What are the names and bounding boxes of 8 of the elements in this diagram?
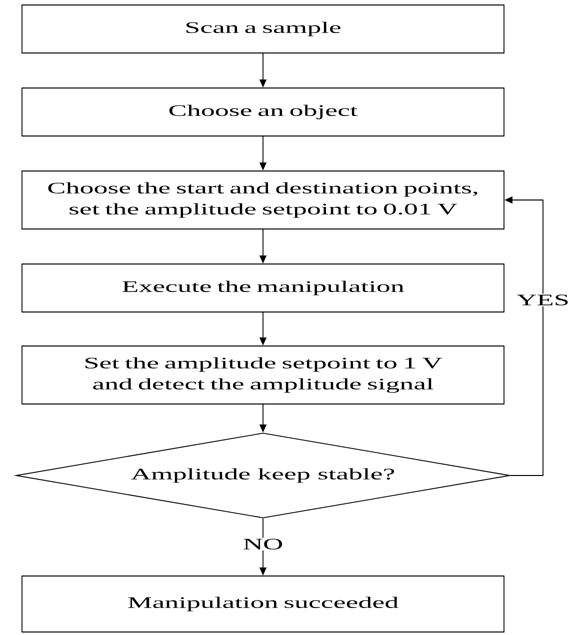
process-box: Scan a sample	[22, 4, 504, 54]
process-box: Set the amplitude setpoint to 1 V and detect the amplitude signal	[22, 346, 504, 404]
process-box: Choose the start and destination points, set the amplitude setpoint to 0.01 V	[22, 170, 504, 230]
edge-label: NO	[242, 538, 284, 551]
process-box: Manipulation succeeded	[22, 576, 504, 632]
process-box: Execute the manipulation	[22, 264, 504, 312]
edge-label: YES	[516, 294, 570, 306]
process-box: Choose an object	[22, 88, 504, 136]
